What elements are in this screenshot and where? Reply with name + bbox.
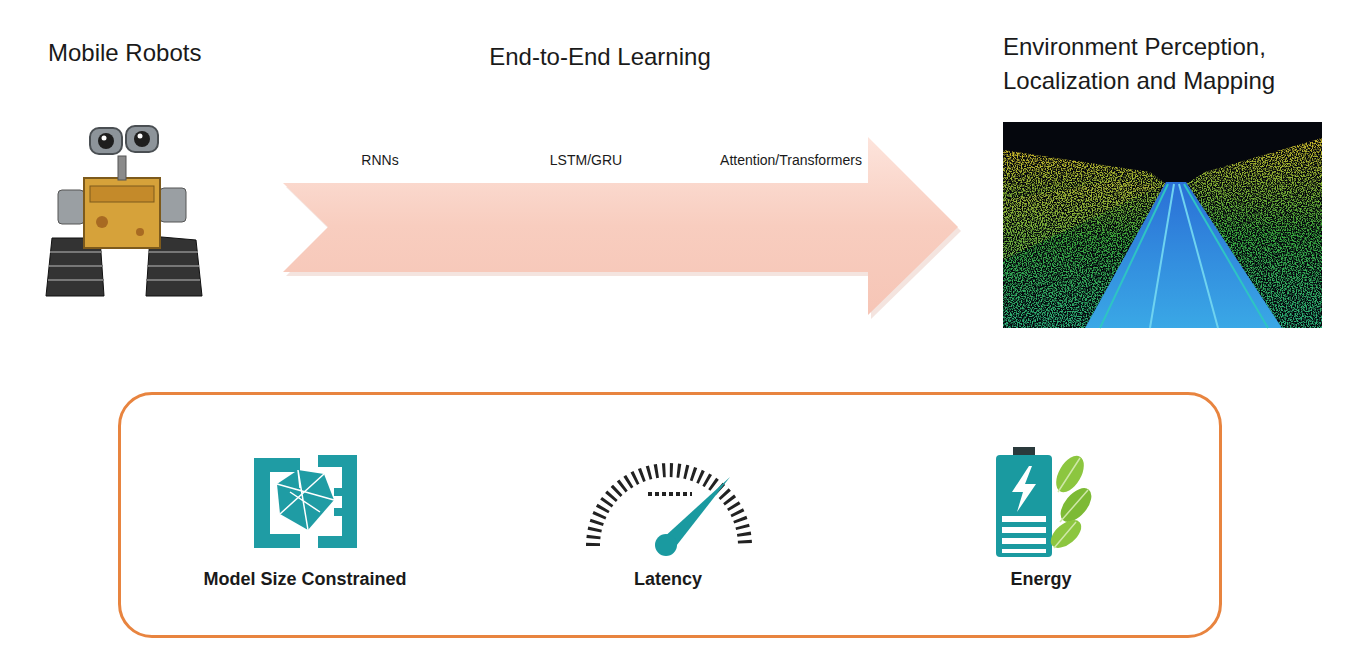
arrow-band-fill <box>283 137 958 315</box>
latency-gauge-icon <box>593 470 745 556</box>
point-cloud-picture <box>1003 122 1322 328</box>
model-size-icon <box>318 455 357 548</box>
robot-picture <box>50 251 102 253</box>
energy-battery-icon <box>1012 466 1036 512</box>
constraint-item: Model Size Constrained <box>180 440 430 605</box>
energy-battery-icon <box>996 455 1052 557</box>
constraint-item: Energy <box>940 440 1140 605</box>
energy-battery-icon <box>1002 516 1046 522</box>
constraints-box: Model Size Constrained Latency Energy <box>118 392 1222 638</box>
point-cloud-picture <box>1100 184 1168 328</box>
panel-heading: Mobile Robots <box>48 36 238 70</box>
latency-gauge-icon <box>648 492 692 496</box>
band-heading: End-to-End Learning <box>440 40 760 74</box>
robot-picture <box>147 265 199 267</box>
energy-battery-icon <box>1002 549 1046 553</box>
mapping-panel: Environment Perception, Localization and… <box>998 28 1343 333</box>
energy-battery-icon <box>996 447 1097 557</box>
robot-picture <box>138 134 143 139</box>
stage-label: Attention/Transformers <box>696 152 886 170</box>
robot-picture <box>90 186 154 202</box>
energy-battery-icon <box>1002 538 1046 544</box>
learning-arrow-band: RNNs LSTM/GRU Attention/Transformers End-to… <box>283 35 963 320</box>
robot-picture <box>58 190 84 224</box>
robot-picture <box>136 228 144 236</box>
robot-picture <box>126 126 158 152</box>
point-cloud-picture <box>1085 182 1282 328</box>
energy-battery-icon <box>1054 458 1088 548</box>
panel-heading: Environment Perception, Localization and… <box>1003 30 1338 97</box>
point-cloud-picture <box>1179 184 1218 328</box>
robot-picture <box>98 133 114 149</box>
robot-panel: Mobile Robots <box>40 28 240 308</box>
stage-label: RNNs <box>305 152 455 170</box>
robot-picture <box>146 279 200 281</box>
constraint-label: Energy <box>946 568 1136 591</box>
robot-picture <box>102 136 107 141</box>
robot-picture <box>118 156 126 180</box>
robot-picture <box>90 128 122 154</box>
point-cloud-picture <box>1003 122 1322 328</box>
model-size-icon <box>254 455 357 548</box>
robot-picture <box>84 178 160 248</box>
robot-picture <box>148 251 198 253</box>
robot-picture <box>49 265 103 267</box>
stage-label: LSTM/GRU <box>511 152 661 170</box>
latency-gauge-icon <box>655 534 677 556</box>
model-size-icon <box>277 470 334 530</box>
point-cloud-picture <box>1150 184 1174 328</box>
robot-picture <box>134 131 150 147</box>
robot-picture <box>46 126 202 296</box>
arrow-band-shape <box>283 35 963 320</box>
point-cloud-picture <box>1184 184 1268 328</box>
constraint-label: Model Size Constrained <box>185 568 425 591</box>
robot-picture <box>96 216 108 228</box>
robot-picture <box>160 188 186 222</box>
robot-picture <box>48 279 104 281</box>
energy-battery-icon <box>1002 527 1046 533</box>
model-size-icon <box>277 470 334 530</box>
constraint-label: Latency <box>568 568 768 591</box>
constraint-item: Latency <box>560 440 776 605</box>
